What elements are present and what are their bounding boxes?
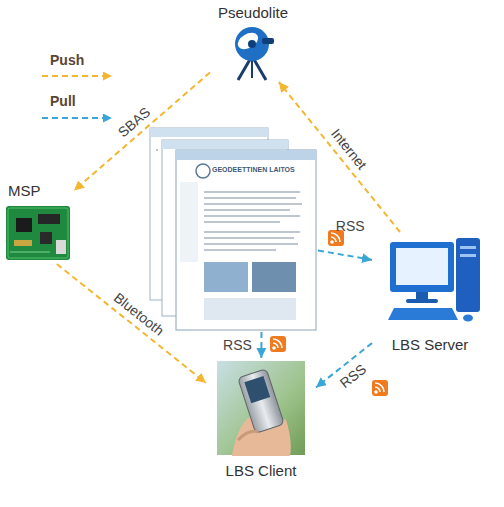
dashed-connector — [74, 72, 210, 190]
lbs-server-node: LBS Server — [372, 232, 488, 356]
chip — [16, 218, 32, 232]
node-label: MSP — [8, 182, 68, 199]
chip — [38, 214, 60, 224]
page-bar — [162, 140, 288, 149]
page-bar — [150, 128, 268, 137]
rss-dot — [374, 390, 378, 394]
board-edge — [8, 208, 68, 258]
rss-square — [270, 336, 286, 352]
stand-base — [406, 299, 438, 303]
monitor — [390, 242, 454, 292]
dashed-connector — [260, 332, 262, 358]
chip — [40, 232, 52, 244]
edge-label: SBAS — [115, 104, 154, 141]
thumb — [238, 431, 258, 440]
msp-node: MSP — [4, 178, 74, 264]
push-sample-line — [42, 75, 112, 77]
keyboard — [388, 308, 458, 320]
pseudolite-node: Pseudolite — [210, 2, 296, 82]
rss-dot — [272, 346, 276, 350]
node-label: Pseudolite — [210, 4, 296, 21]
phone-photo — [216, 360, 306, 456]
node-label: LBS Client — [206, 462, 316, 479]
dashed-connector — [57, 264, 206, 383]
photo — [252, 262, 296, 292]
dish-body — [235, 27, 269, 61]
rss-icon — [270, 336, 286, 352]
phone-screen — [244, 376, 270, 403]
footer — [204, 298, 296, 320]
dish-arm — [262, 38, 274, 44]
rss-waves — [375, 383, 384, 392]
dashed-connector — [279, 82, 400, 232]
legend-label: Pull — [50, 93, 76, 109]
connector — [56, 240, 66, 254]
node-label: LBS Server — [372, 336, 488, 353]
mouse — [463, 315, 473, 322]
lbs-client-node: LBS Client — [206, 358, 316, 486]
web-pages — [150, 128, 316, 330]
page-front — [176, 150, 316, 330]
tower — [456, 238, 480, 312]
dish-feed — [248, 40, 256, 48]
rss-waves — [273, 339, 282, 348]
rss-dot — [330, 240, 334, 244]
pull-sample-line — [42, 117, 112, 119]
pseudolite-icon — [235, 27, 274, 80]
connector — [14, 240, 32, 246]
dashed-connector — [318, 250, 372, 260]
trace — [10, 252, 50, 253]
page-bar — [176, 150, 316, 160]
side-menu — [180, 182, 198, 262]
photo — [204, 262, 248, 292]
board — [6, 206, 70, 260]
server-computer — [388, 238, 480, 322]
edge-label: RSS — [336, 218, 365, 234]
edge-label: RSS — [223, 337, 252, 353]
drive — [460, 246, 476, 249]
web-pages-node: GEODEETTINEN LAITOS — [148, 124, 318, 332]
logo — [196, 164, 210, 178]
rss-icon — [372, 380, 388, 396]
text-lines — [156, 150, 302, 250]
rss-square — [372, 380, 388, 396]
legend-label: Push — [50, 52, 84, 68]
dish-face — [235, 29, 261, 52]
screen — [396, 248, 448, 285]
drive — [460, 254, 476, 257]
rss-waves — [331, 233, 340, 242]
node-label: GEODEETTINEN LAITOS — [212, 166, 312, 174]
photo-frame — [216, 360, 306, 456]
edge-label: RSS — [336, 361, 369, 391]
circuit-board — [6, 206, 70, 260]
phone — [238, 369, 284, 433]
stand — [416, 292, 428, 300]
